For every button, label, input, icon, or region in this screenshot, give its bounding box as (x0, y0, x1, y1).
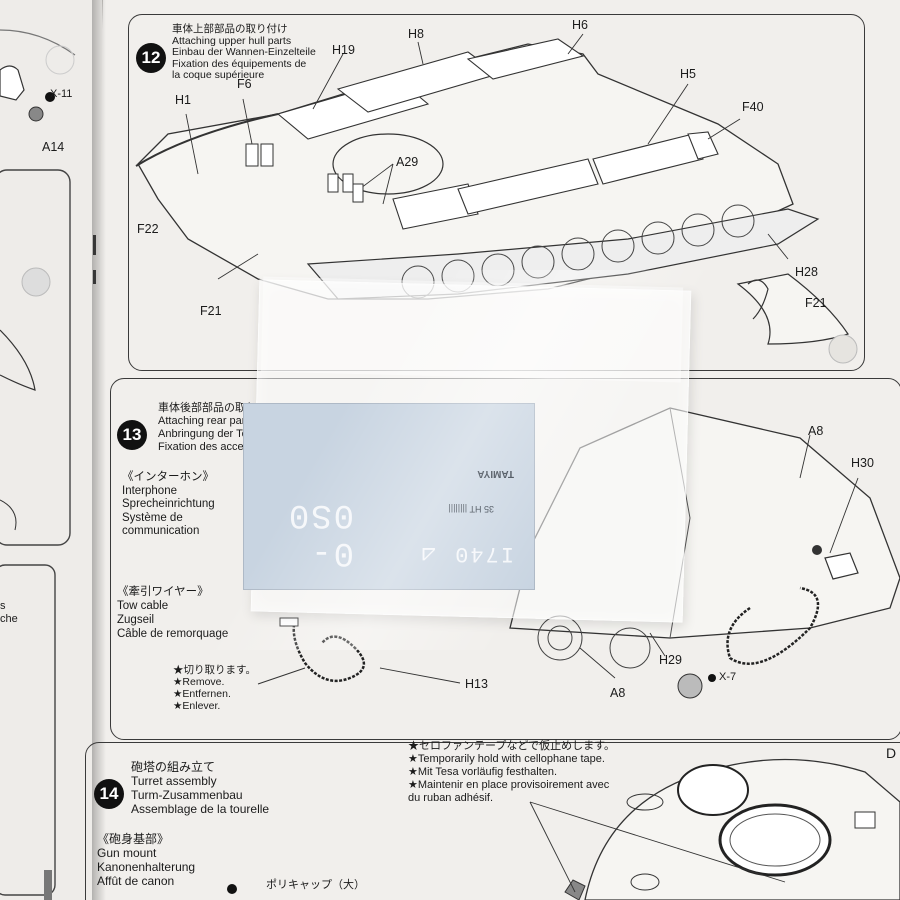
step-14-turret-diagram (227, 758, 900, 900)
left-text-fragment-1: s (0, 600, 6, 612)
step-14-frame (85, 742, 900, 900)
decal-brand-text: TAMIYA (477, 468, 514, 479)
step-14-title: 砲塔の組み立て Turret assembly Turm-Zusammenbau… (131, 760, 270, 816)
part-label-f40: F40 (742, 100, 764, 114)
gun-mount-note: 《砲身基部》 Gun mount Kanonenhalterung Affût … (97, 832, 196, 888)
left-text-fragment-2: che (0, 613, 18, 625)
decal-marking-large: 0-0S0 (286, 495, 354, 571)
decal-marking-small: I740 ⊿ (417, 541, 514, 566)
part-label-h8: H8 (408, 27, 424, 41)
tow-cable-note: 《牽引ワイヤー》 Tow cable Zugseil Câble de remo… (117, 586, 229, 640)
part-label-h13: H13 (465, 677, 488, 691)
part-label-x7: X-7 (719, 671, 737, 683)
step-13-badge: 13 (117, 420, 147, 450)
part-label-h29: H29 (659, 653, 682, 667)
part-label-a29: A29 (396, 155, 419, 169)
part-label-f22: F22 (137, 222, 159, 236)
step-12-title: 車体上部部品の取り付け Attaching upper hull parts E… (172, 23, 316, 81)
part-label-f21: F21 (200, 304, 222, 318)
part-label-h30: H30 (851, 456, 874, 470)
step-12-hull-diagram (135, 33, 858, 364)
interphone-note: 《インターホン》 Interphone Sprecheinrichtung Sy… (122, 471, 215, 537)
remove-note: ★切り取ります。 ★Remove. ★Entfernen. ★Enlever. (173, 664, 256, 712)
bag-seal-strip (260, 276, 684, 383)
step-13-title: 車体後部部品の取り Attaching rear panel Anbringun… (158, 402, 259, 453)
part-label-h5: H5 (680, 67, 696, 81)
part-label-h19: H19 (332, 43, 355, 57)
polycap-label: ポリキャップ（大） (266, 879, 365, 891)
part-label-a14: A14 (42, 140, 65, 154)
part-label-h1: H1 (175, 93, 191, 107)
part-label-h28: H28 (795, 265, 818, 279)
step-12-badge: 12 (136, 43, 166, 73)
part-label-f21-right: F21 (805, 296, 827, 310)
part-label-d: D (886, 745, 897, 761)
part-label-a8-bottom: A8 (610, 686, 626, 700)
book-spine-shadow (92, 0, 106, 900)
part-label-h6: H6 (572, 18, 588, 32)
decal-fine-print: 35 HT |||||||| (448, 504, 494, 514)
left-page-drawings (0, 29, 96, 900)
part-label-f6: F6 (237, 77, 252, 91)
decal-sheet: 0-0S0 I740 ⊿ TAMIYA 35 HT |||||||| (243, 403, 535, 590)
tape-note: ★セロファンテープなどで仮止めします。 ★Temporarily hold wi… (408, 740, 616, 804)
part-label-x11: X-11 (50, 88, 73, 100)
step-14-badge: 14 (94, 779, 124, 809)
part-label-a8-top: A8 (808, 424, 824, 438)
